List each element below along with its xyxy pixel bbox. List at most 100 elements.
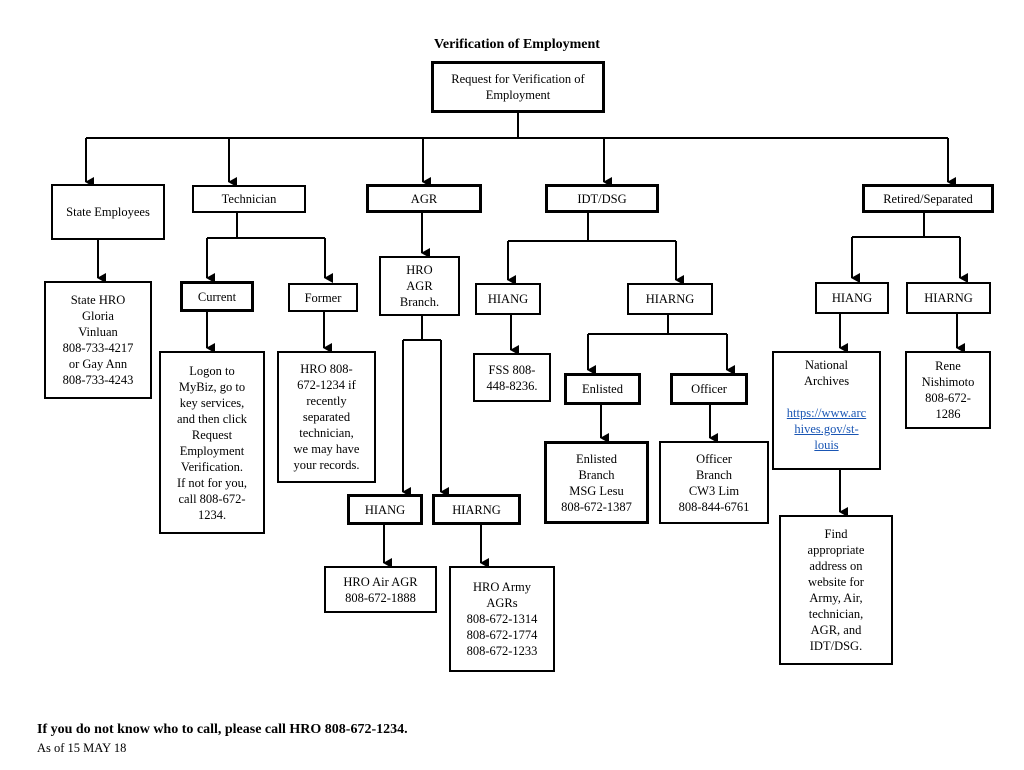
agr-label: AGR — [410, 191, 438, 206]
text-line: HRO Air AGR — [343, 574, 418, 589]
text-line: 1234. — [197, 507, 227, 522]
idt-hiarng-label: HIARNG — [645, 292, 695, 306]
text-line: Enlisted — [576, 451, 617, 466]
link-line[interactable]: https://www.arc — [786, 406, 867, 420]
text-line: technician, — [299, 426, 354, 440]
text-line: If not for you, — [176, 475, 248, 490]
technician-current-instructions: Logon to MyBiz, go to key services, and … — [159, 351, 265, 534]
state-employees-box: State Employees — [51, 184, 165, 240]
retired-hiarng-box: HIARNG — [906, 282, 991, 314]
text-line: HRO Army — [472, 580, 531, 594]
hro-agr-branch-box: HRO AGR Branch. — [379, 256, 460, 316]
text-line: Branch — [695, 467, 733, 482]
retired-separated-box: Retired/Separated — [862, 184, 994, 213]
text-line: website for — [808, 575, 864, 589]
enlisted-box: Enlisted — [564, 373, 641, 405]
retired-hiang-box: HIANG — [815, 282, 889, 314]
technician-label: Technician — [221, 192, 277, 206]
root-label: Request for Verification of Employment — [451, 72, 585, 102]
text-line: technician, — [808, 607, 864, 621]
technician-former-box: Former — [288, 283, 358, 312]
technician-box: Technician — [192, 185, 306, 213]
text-line: Vinluan — [78, 325, 118, 339]
footer-note: If you do not know who to call, please c… — [37, 722, 408, 737]
text-line: MSG Lesu — [569, 483, 624, 498]
text-line: CW3 Lim — [688, 483, 740, 498]
as-of-date: As of 15 MAY 18 — [37, 741, 127, 755]
idt-dsg-box: IDT/DSG — [545, 184, 659, 213]
technician-current-box: Current — [180, 281, 254, 312]
idt-dsg-label: IDT/DSG — [577, 191, 627, 206]
hro-army-agr-text: HRO Army AGRs 808-672-1314 808-672-1774 … — [467, 579, 538, 659]
text-line: IDT/DSG. — [809, 639, 863, 653]
text-line: Officer — [696, 451, 732, 466]
text-line: Gloria — [82, 309, 114, 323]
national-archives-box: National Archives https://www.arc hives.… — [772, 351, 881, 470]
text-line: your records. — [293, 458, 360, 472]
technician-current-label: Current — [197, 289, 237, 304]
officer-label: Officer — [691, 382, 727, 396]
text-line: 808-672-1314 — [466, 612, 538, 626]
officer-branch-text: Officer Branch CW3 Lim 808-844-6761 — [679, 451, 750, 515]
text-line: appropriate — [807, 543, 865, 557]
text-line: address on — [809, 559, 863, 573]
find-address-box: Find appropriate address on website for … — [779, 515, 893, 665]
text-line: 808-733-4217 — [62, 341, 134, 355]
text-line: Branch. — [399, 295, 440, 309]
technician-current-text: Logon to MyBiz, go to key services, and … — [177, 363, 247, 523]
text-line: MyBiz, go to — [178, 379, 246, 394]
text-line: Logon to — [189, 363, 235, 378]
national-archives-name: National Archives — [778, 357, 875, 389]
text-line: Rene — [935, 359, 961, 373]
link-line[interactable]: hives.gov/st- — [794, 422, 859, 436]
text-line: recently — [306, 394, 347, 408]
text-line: Nishimoto — [921, 375, 975, 389]
text-line: or Gay Ann — [68, 357, 128, 371]
hro-air-agr-contact: HRO Air AGR 808-672-1888 — [324, 566, 437, 613]
text-line: Verification. — [180, 459, 244, 474]
state-hro-text: State HRO Gloria Vinluan 808-733-4217 or… — [63, 292, 134, 388]
text-line: 808-672-1888 — [345, 590, 416, 605]
officer-branch-contact: Officer Branch CW3 Lim 808-844-6761 — [659, 441, 769, 524]
hro-air-agr-text: HRO Air AGR 808-672-1888 — [343, 574, 417, 606]
enlisted-branch-text: Enlisted Branch MSG Lesu 808-672-1387 — [561, 451, 632, 515]
officer-box: Officer — [670, 373, 748, 405]
retired-separated-label: Retired/Separated — [883, 191, 973, 206]
agr-hiang-box: HIANG — [347, 494, 423, 525]
text-line: we may have — [293, 442, 360, 456]
text-line: FSS 808- — [488, 362, 536, 377]
text-line: Request — [191, 427, 233, 442]
text-line: Branch — [578, 467, 615, 482]
text-line: key services, — [179, 395, 245, 410]
text-line: and then click — [176, 411, 248, 426]
retired-hiang-label: HIANG — [831, 291, 873, 305]
text-line: AGRs — [486, 596, 518, 610]
text-line: HRO 808- — [300, 362, 353, 376]
find-address-text: Find appropriate address on website for … — [808, 526, 865, 654]
link-line[interactable]: louis — [814, 438, 839, 452]
technician-former-instructions: HRO 808- 672-1234 if recently separated … — [277, 351, 376, 483]
agr-hiarng-box: HIARNG — [432, 494, 521, 525]
idt-hiang-label: HIANG — [487, 292, 529, 306]
state-hro-contact: State HRO Gloria Vinluan 808-733-4217 or… — [44, 281, 152, 399]
agr-box: AGR — [366, 184, 482, 213]
text-line: AGR, and — [810, 623, 862, 637]
state-employees-label: State Employees — [66, 205, 150, 219]
hro-army-agr-contact: HRO Army AGRs 808-672-1314 808-672-1774 … — [449, 566, 555, 672]
text-line: Army, Air, — [809, 591, 863, 605]
national-archives-link[interactable]: https://www.arc hives.gov/st- louis — [778, 405, 875, 453]
text-line: 808-844-6761 — [678, 499, 750, 514]
text-line: 672-1234 if — [297, 378, 356, 392]
text-line: 808-672- — [925, 391, 971, 405]
text-line: separated — [302, 410, 351, 424]
idt-hiarng-box: HIARNG — [627, 283, 713, 315]
text-line: 808-733-4243 — [62, 373, 134, 387]
enlisted-branch-contact: Enlisted Branch MSG Lesu 808-672-1387 — [544, 441, 649, 524]
text-line: Employment — [179, 443, 245, 458]
fss-contact: FSS 808- 448-8236. — [473, 353, 551, 402]
text-line: National — [804, 358, 849, 372]
retired-hiarng-label: HIARNG — [924, 291, 973, 305]
technician-former-label: Former — [304, 290, 342, 305]
text-line: call 808-672- — [178, 491, 246, 506]
